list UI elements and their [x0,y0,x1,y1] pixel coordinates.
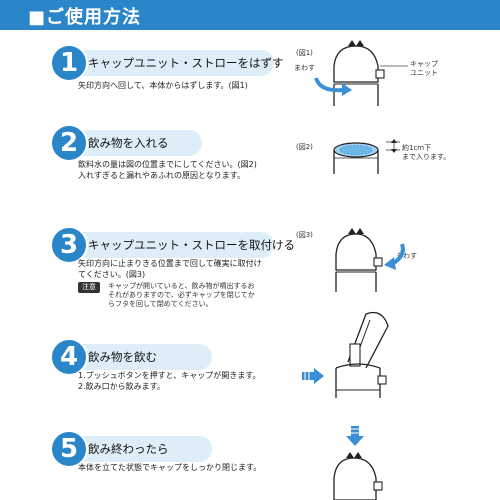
figure-5-closed-cap-illustration [333,426,383,500]
caution-badge: 注意 [78,282,100,293]
step-5-number: 5 [50,430,88,468]
step-2-number: 2 [50,124,88,162]
caution-line: キャップが開いていると、飲み物が噴出するお [108,282,255,290]
step-3-title: キャップユニット・ストローを取付ける [88,238,295,252]
step-4-description: 1.プッシュボタンを押すと、キャップが開きます。 2.飲み口から飲みます。 [78,370,278,392]
figure-3-label: (図3) [296,231,313,239]
caution-text: キャップが開いていると、飲み物が噴出するお それがありますので、必ずキャップを閉… [108,282,288,309]
step-3-desc-line: 矢印方向に止まりきる位置まで回して確実に取付け [78,259,262,268]
bottle-top-illustration [333,139,400,174]
step-3-number: 3 [50,226,88,264]
step-5-description: 本体を立てた状態でキャップをしっかり閉じます。 [78,462,278,473]
step-5-desc-line: 本体を立てた状態でキャップをしっかり閉じます。 [78,463,262,472]
step-1-number: 1 [50,44,88,82]
section-title: ■ご使用方法 [28,7,142,28]
step-2-desc-line: 入れすぎると漏れやあふれの原因となります。 [78,171,245,180]
figure-2-label: (図2) [296,143,313,151]
rotate-label: まわす [294,64,315,72]
bottle-cap-illustration [314,40,408,106]
step-1-description: 矢印方向へ回して、本体からはずします。(図1) [78,80,278,91]
step-4-desc-line: 2.飲み口から飲みます。 [78,382,165,391]
fill-level-line-2: まで入ります。 [402,153,451,161]
cap-unit-label-1: キャップ [410,60,438,68]
cap-unit-label-2: ユニット [410,69,438,77]
step-1-title-bar: キャップユニット・ストローをはずす [62,50,284,76]
step-1-desc-line: 矢印方向へ回して、本体からはずします。(図1) [78,81,248,90]
figure-4-open-cap-illustration [302,311,389,398]
step-4-title: 飲み物を飲む [88,350,157,364]
caution-line: それがありますので、必ずキャップを閉じてか [108,291,255,299]
figure-1-label: (図1) [296,49,313,57]
fill-level-line-1: 約1cm下 [402,144,432,152]
rotate-label: まわす [396,252,417,260]
step-4-title-bar: 飲み物を飲む [62,344,212,370]
step-3-description: 矢印方向に止まりきる位置まで回して確実に取付け てください。(図3) [78,258,278,280]
step-3-title-bar: キャップユニット・ストローを取付ける [62,232,295,258]
step-5-title: 飲み終わったら [88,442,169,456]
bottle-cap-attach-illustration [335,228,405,292]
step-4-desc-line: 1.プッシュボタンを押すと、キャップが開きます。 [78,371,261,380]
section-header: ■ご使用方法 [0,0,500,30]
caution-line: らフタを回して閉めてください。 [108,300,213,308]
step-2-desc-line: 飲料水の量は図の位置までにしてください。(図2) [78,160,257,169]
step-1-title: キャップユニット・ストローをはずす [88,56,284,70]
step-3-desc-line: てください。(図3) [78,270,146,279]
step-2-description: 飲料水の量は図の位置までにしてください。(図2) 入れすぎると漏れやあふれの原因… [78,159,278,181]
step-4-number: 4 [50,338,88,376]
step-2-title: 飲み物を入れる [88,136,169,150]
